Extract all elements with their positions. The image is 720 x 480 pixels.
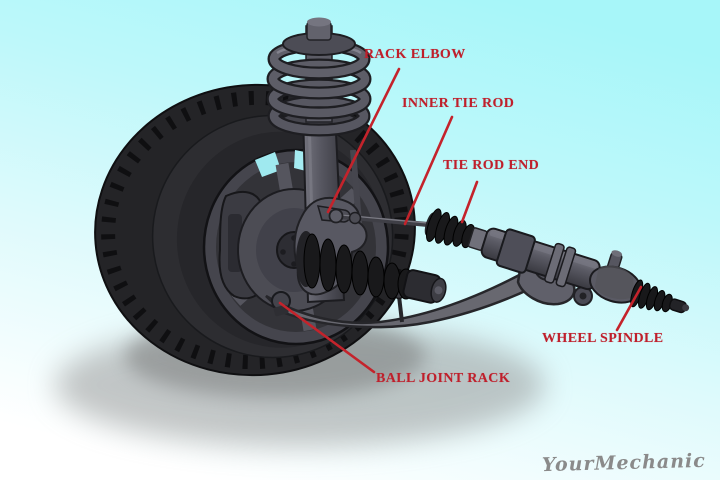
rack-mount-block xyxy=(495,228,536,274)
strut-coil-spring xyxy=(266,17,372,137)
tie-rod-elbow-ball xyxy=(328,208,344,224)
rack-outer-boot xyxy=(630,279,673,313)
tie-rod xyxy=(328,208,436,228)
label-rack-elbow: RACK ELBOW xyxy=(364,47,466,62)
steering-rack xyxy=(424,208,690,314)
label-wheel-spindle: WHEEL SPINDLE xyxy=(542,331,664,346)
rim-gap xyxy=(255,152,281,177)
rack-inner-boot xyxy=(424,208,476,249)
strut-top-mount xyxy=(282,17,356,56)
tire-tread-pattern xyxy=(101,90,409,370)
leader-lines xyxy=(278,67,643,374)
leader-ball-joint-rack xyxy=(278,301,376,374)
leader-rack-elbow xyxy=(326,67,401,214)
leader-tie-rod-end xyxy=(460,180,479,224)
label-ball-joint-rack: BALL JOINT RACK xyxy=(376,371,511,386)
cv-axle-boot xyxy=(296,231,447,304)
label-inner-tie-rod: INNER TIE ROD xyxy=(402,96,515,111)
label-tie-rod-end: TIE ROD END xyxy=(443,158,540,173)
stabilizer-link-bolt xyxy=(397,295,404,323)
leader-wheel-spindle xyxy=(615,285,643,332)
axle-end-cap xyxy=(402,269,447,304)
leader-inner-tie-rod xyxy=(403,115,454,226)
brand-logo: YourMechanic xyxy=(541,449,707,477)
tie-rod-jam-nut xyxy=(348,211,362,225)
